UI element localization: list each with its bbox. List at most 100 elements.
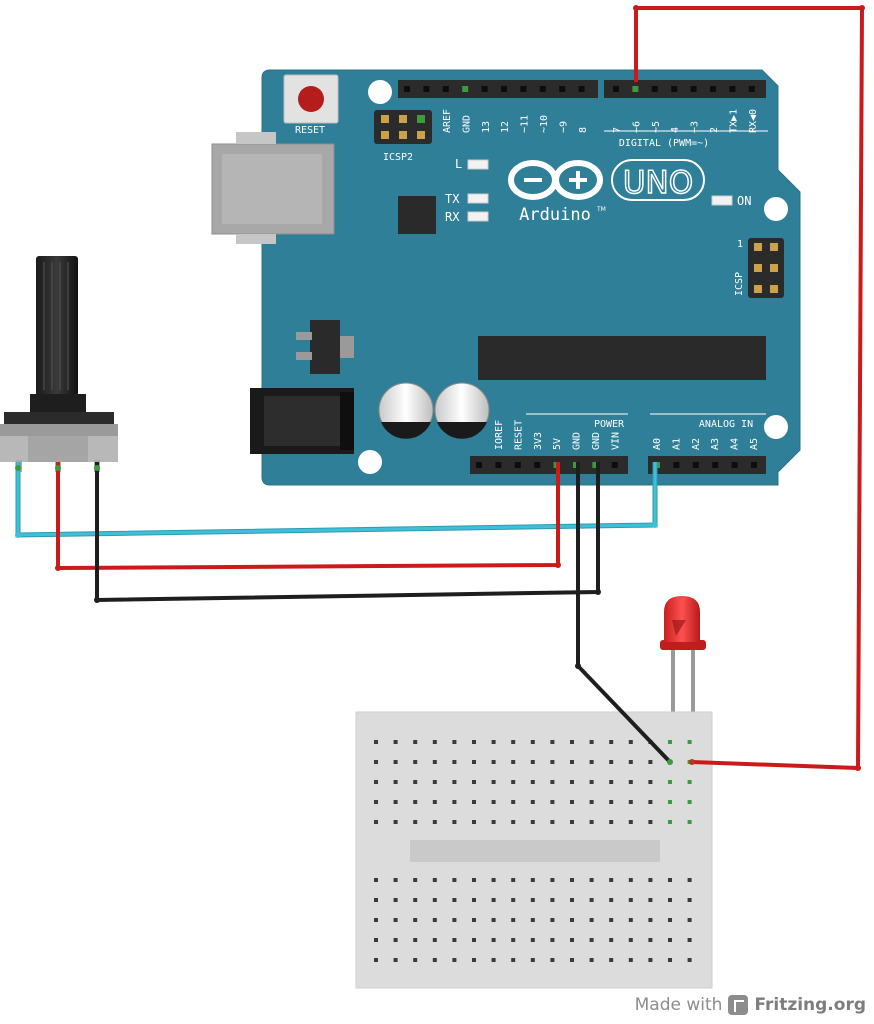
breadboard-hole — [530, 740, 535, 744]
wire-joint — [55, 565, 61, 571]
breadboard-hole — [393, 800, 398, 804]
mounting-hole — [368, 80, 392, 104]
pin-contact — [55, 465, 61, 471]
breadboard-hole — [589, 938, 594, 942]
breadboard-hole — [432, 918, 437, 922]
breadboard-hole — [609, 780, 614, 784]
pin-label: VIN — [610, 432, 621, 450]
fritzing-footer: Made with Fritzing.org — [635, 990, 866, 1020]
breadboard-hole — [530, 918, 535, 922]
power-section-label: POWER — [594, 419, 625, 430]
breadboard-hole — [491, 740, 496, 744]
breadboard-hole — [530, 820, 535, 824]
usb-connector — [211, 132, 335, 244]
pin-label: A4 — [730, 438, 741, 450]
icsp-label: ICSP — [734, 272, 745, 296]
breadboard-hole — [570, 878, 574, 882]
breadboard-hole — [648, 898, 653, 902]
breadboard-hole — [491, 878, 496, 882]
breadboard-hole — [668, 898, 672, 902]
breadboard-hole — [432, 938, 437, 942]
breadboard-hole — [452, 820, 457, 824]
breadboard-hole — [609, 958, 614, 962]
power-header — [470, 456, 628, 474]
breadboard-hole — [570, 938, 574, 942]
header-pin — [611, 462, 618, 468]
header-pin — [442, 86, 449, 92]
breadboard-hole — [550, 780, 555, 784]
fritzing-brand-text: Fritzing.org — [754, 995, 866, 1015]
wire-joint — [859, 5, 865, 11]
breadboard-hole — [628, 740, 633, 744]
wire-joint — [855, 765, 861, 771]
breadboard-hole — [570, 740, 574, 744]
reset-button: RESET — [283, 74, 339, 136]
header-pin — [751, 462, 757, 468]
header-pin — [712, 462, 719, 468]
uno-badge — [611, 159, 705, 201]
header-pin — [632, 86, 639, 92]
breadboard-hole — [668, 918, 672, 922]
breadboard-hole — [687, 800, 692, 804]
breadboard-hole — [668, 878, 672, 882]
pin-label: ~5 — [651, 121, 662, 133]
wire-gnd-pot — [95, 462, 600, 603]
pin-label: RESET — [513, 420, 524, 450]
breadboard-hole — [452, 780, 457, 784]
breadboard-hole — [668, 800, 672, 804]
breadboard-hole — [530, 800, 535, 804]
breadboard-channel — [410, 840, 660, 862]
breadboard-hole — [413, 878, 418, 882]
usb-chip — [398, 196, 436, 234]
breadboard-hole — [491, 938, 496, 942]
breadboard-hole — [668, 740, 672, 744]
icsp2-header: ICSP2 — [374, 110, 432, 163]
breadboard-hole — [609, 938, 614, 942]
pin-label: A2 — [691, 438, 702, 450]
breadboard-hole — [530, 760, 535, 764]
breadboard-hole — [452, 740, 457, 744]
rx-led — [467, 211, 489, 222]
breadboard-hole — [648, 800, 653, 804]
pin-label: 7 — [612, 127, 623, 133]
voltage-regulator — [296, 320, 354, 374]
breadboard-hole — [511, 760, 516, 764]
breadboard-hole — [530, 938, 535, 942]
breadboard-hole — [393, 938, 398, 942]
pin-label: 4 — [670, 127, 681, 133]
breadboard-hole — [413, 800, 418, 804]
breadboard-hole — [550, 898, 555, 902]
breadboard-hole — [609, 800, 614, 804]
breadboard-hole — [511, 938, 516, 942]
breadboard-hole — [570, 958, 574, 962]
breadboard-hole — [570, 918, 574, 922]
pin-contact — [94, 465, 100, 471]
breadboard-hole — [413, 898, 418, 902]
pin-label: RX◀0 — [748, 109, 759, 133]
microcontroller-chip — [478, 336, 766, 380]
wires — [15, 5, 865, 771]
breadboard-hole — [589, 820, 594, 824]
breadboard-hole — [511, 800, 516, 804]
pin-label: 5V — [552, 438, 563, 450]
breadboard-hole — [687, 780, 692, 784]
header-pin — [404, 86, 410, 92]
breadboard-hole — [550, 760, 555, 764]
breadboard-hole — [570, 760, 574, 764]
pin-label: A3 — [710, 438, 721, 450]
arduino-uno-board: RESET ICSP2 1 ICSP — [211, 69, 801, 486]
reset-label: RESET — [295, 125, 325, 136]
breadboard-hole — [530, 958, 535, 962]
breadboard-hole — [550, 800, 555, 804]
breadboard-hole — [393, 760, 398, 764]
breadboard-hole — [472, 898, 476, 902]
pin-label: ~10 — [539, 115, 550, 133]
header-pin — [731, 462, 738, 468]
breadboard-hole — [511, 898, 516, 902]
header-pin — [651, 86, 658, 92]
wire-joint — [15, 532, 21, 538]
header-pin — [520, 86, 527, 92]
breadboard-hole — [609, 760, 614, 764]
pin-contact — [15, 465, 21, 471]
